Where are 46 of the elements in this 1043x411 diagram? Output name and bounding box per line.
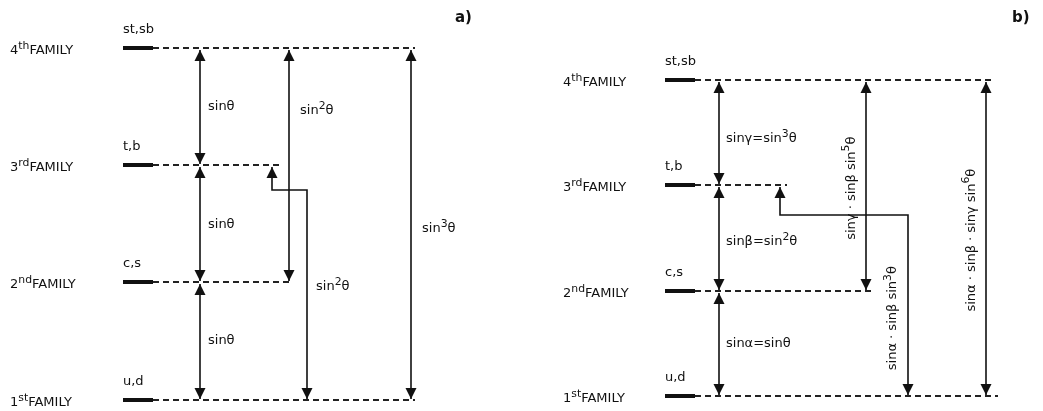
energy-level [10, 39, 415, 57]
double-arrow [405, 49, 417, 400]
double-arrow [194, 283, 206, 400]
panel-label: b) [1012, 8, 1030, 26]
double-arrow [713, 292, 725, 396]
double-arrow [194, 49, 206, 165]
energy-level [563, 282, 874, 300]
double-arrow [283, 49, 295, 282]
energy-level [10, 391, 415, 409]
quark-label: st,sb [123, 21, 155, 36]
energy-level [10, 156, 280, 174]
family-label: 2$^{nd}$FAMILY [10, 271, 76, 294]
edge-label: sin$^{3}$θ [422, 216, 456, 237]
quark-label: c,s [665, 264, 684, 279]
double-arrow [194, 166, 206, 282]
edge-label: sinθ [208, 332, 235, 348]
edge-label: sinβ=sin$^{2}$θ [726, 229, 798, 250]
quark-label: u,d [123, 373, 144, 388]
quark-label: c,s [123, 255, 142, 270]
family-label: 1$^{st}$FAMILY [563, 385, 625, 408]
double-arrow [266, 166, 313, 400]
double-arrow [980, 81, 992, 396]
edge-label: sinα=sinθ [726, 335, 791, 351]
double-arrow [860, 81, 872, 291]
double-arrow [774, 186, 914, 396]
family-label: 2$^{nd}$FAMILY [563, 280, 629, 303]
edge-label: sinγ=sin$^{3}$θ [726, 126, 797, 147]
family-label: 1$^{st}$FAMILY [10, 389, 72, 411]
family-label: 4$^{th}$FAMILY [563, 69, 627, 92]
family-label: 3$^{rd}$FAMILY [10, 154, 74, 177]
quark-label: t,b [665, 158, 683, 173]
double-arrow [713, 81, 725, 185]
edge-label: sinθ [208, 98, 235, 114]
family-label: 4$^{th}$FAMILY [10, 37, 74, 60]
energy-level [563, 71, 992, 89]
edge-label: sin$^{2}$θ [300, 98, 334, 119]
double-arrow [713, 186, 725, 291]
quark-label: st,sb [665, 53, 697, 68]
energy-level [563, 176, 787, 194]
edge-label: sinθ [208, 216, 235, 232]
quark-label: t,b [123, 138, 141, 153]
energy-level [563, 387, 998, 405]
quark-label: u,d [665, 369, 686, 384]
family-label: 3$^{rd}$FAMILY [563, 174, 627, 197]
panel-label: a) [455, 8, 472, 26]
edge-label: sin$^{2}$θ [316, 274, 350, 295]
